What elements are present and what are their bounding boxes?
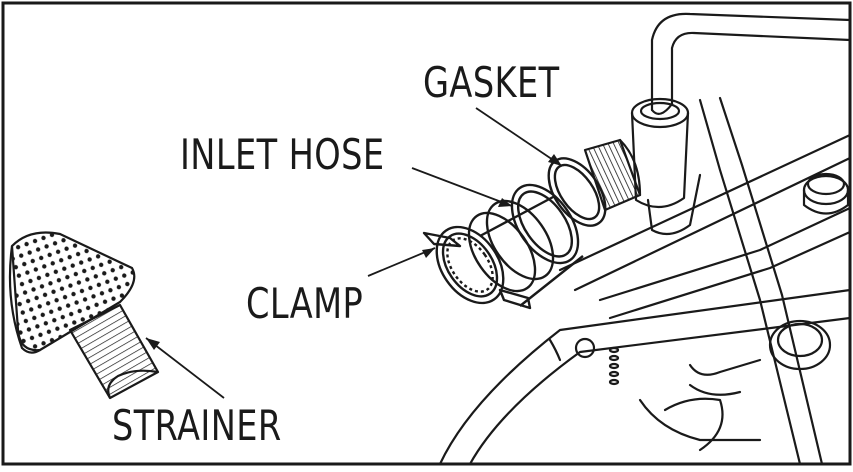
inlet-hose <box>467 183 584 307</box>
clamp-label: CLAMP <box>246 279 364 328</box>
strainer-leader <box>145 337 225 399</box>
inlet-hose-leader <box>411 167 513 207</box>
vent-slots <box>608 346 620 386</box>
strainer-cone <box>10 231 136 352</box>
gasket-leader <box>475 107 563 167</box>
pump-body <box>438 12 852 466</box>
inlet-hose-label: INLET HOSE <box>180 130 385 179</box>
leader-lines <box>145 107 563 399</box>
pump-inlet-thread <box>583 138 642 212</box>
gasket-label: GASKET <box>423 58 560 107</box>
strainer-label: STRAINER <box>112 401 282 450</box>
strainer <box>8 231 160 400</box>
clamp <box>422 225 532 310</box>
